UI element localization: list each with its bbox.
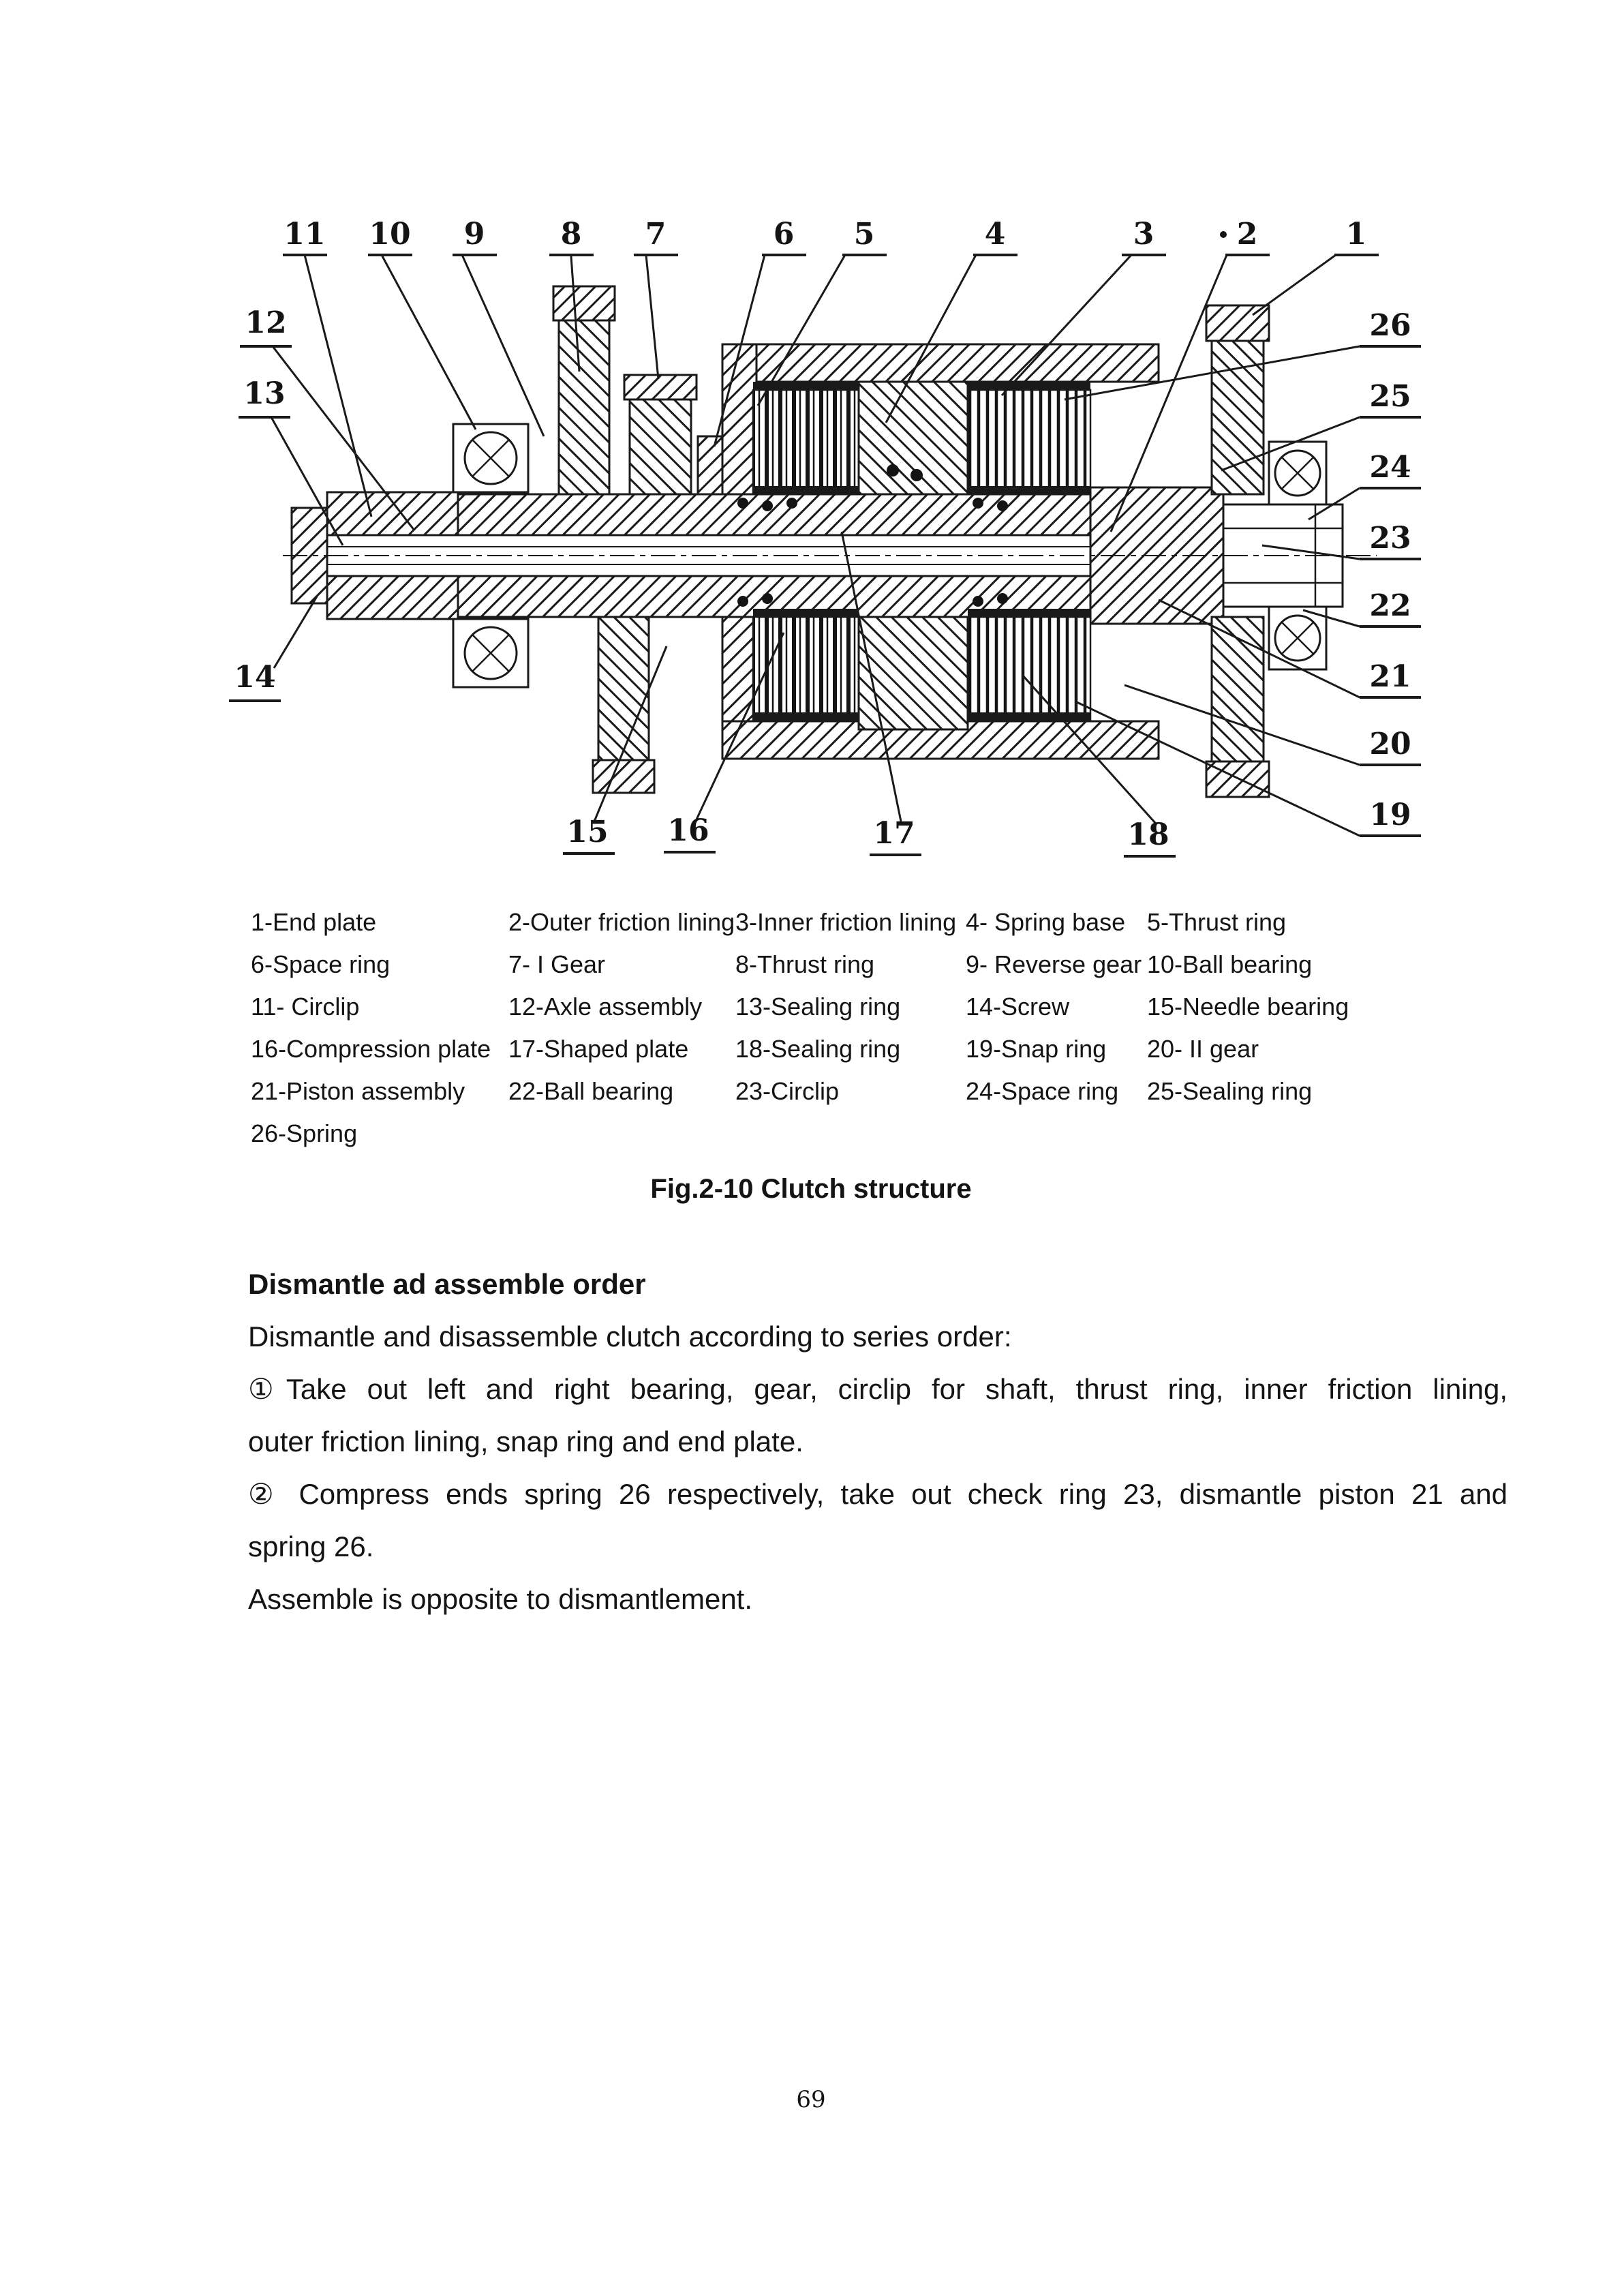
part-entry: 23-Circlip — [735, 1077, 840, 1105]
callout-20: 20 — [1369, 727, 1411, 761]
seal-dots — [737, 464, 1008, 607]
parts-list-row: 16-Compression plate 17-Shaped plate 18-… — [251, 1035, 1525, 1077]
parts-list-row: 26-Spring — [251, 1119, 1525, 1162]
part-entry: 17-Shaped plate — [508, 1035, 689, 1063]
callout-6: 6 — [774, 217, 795, 252]
body-line: outer friction lining, snap ring and end… — [248, 1425, 804, 1457]
callout-3: 3 — [1133, 217, 1154, 252]
callout-leaders — [229, 231, 1421, 858]
parts-list-row: 1-End plate 2-Outer friction lining 3-In… — [251, 908, 1525, 950]
part-entry: 8-Thrust ring — [735, 950, 875, 978]
body-line: ①Take out left and right bearing, gear, … — [248, 1373, 1508, 1405]
part-entry: 25-Sealing ring — [1147, 1077, 1313, 1105]
part-entry: 7- I Gear — [508, 950, 606, 978]
callout-5: 5 — [854, 217, 875, 252]
callout-7: 7 — [645, 217, 667, 252]
part-entry: 21-Piston assembly — [251, 1077, 465, 1105]
part-entry: 19-Snap ring — [966, 1035, 1107, 1063]
figure-caption: Fig.2-10 Clutch structure — [650, 1174, 972, 1204]
right-ball-bearing — [1268, 440, 1328, 671]
piston-assembly — [857, 380, 969, 731]
callout-22: 22 — [1369, 588, 1411, 623]
callout-4: 4 — [985, 217, 1006, 252]
part-entry: 20- II gear — [1147, 1035, 1259, 1063]
part-entry: 24-Space ring — [966, 1077, 1119, 1105]
callout-15: 15 — [566, 815, 608, 849]
part-entry: 9- Reverse gear — [966, 950, 1142, 978]
part-entry: 6-Space ring — [251, 950, 391, 978]
parts-list: 1-End plate 2-Outer friction lining 3-In… — [251, 908, 1525, 1162]
part-entry: 16-Compression plate — [251, 1035, 491, 1063]
callout-9: 9 — [464, 217, 485, 252]
part-entry: 10-Ball bearing — [1147, 950, 1313, 978]
callout-19: 19 — [1369, 798, 1411, 832]
parts-list-row: 6-Space ring 7- I Gear 8-Thrust ring 9- … — [251, 950, 1525, 993]
part-entry: 3-Inner friction lining — [735, 908, 957, 936]
callout-8: 8 — [561, 217, 582, 252]
callout-12: 12 — [245, 305, 286, 340]
callout-17: 17 — [873, 816, 915, 851]
callout-25: 25 — [1369, 379, 1411, 414]
instructions-section: Dismantle ad assemble order Dismantle an… — [248, 1258, 1508, 1625]
part-entry: 14-Screw — [966, 993, 1070, 1021]
callout-14: 14 — [234, 660, 275, 695]
callout-21: 21 — [1369, 659, 1411, 694]
body-line: Dismantle and disassemble clutch accordi… — [248, 1320, 1012, 1353]
body-line: spring 26. — [248, 1530, 374, 1562]
callout-16: 16 — [667, 813, 709, 848]
part-entry: 1-End plate — [251, 908, 377, 936]
part-entry: 13-Sealing ring — [735, 993, 901, 1021]
callout-2: 2 — [1237, 217, 1258, 252]
gear-and-rings — [623, 374, 737, 496]
callout-labels: 11 10 9 8 7 6 5 4 3 2 1 12 13 14 15 16 1… — [234, 217, 1411, 852]
shaped-plate-left — [552, 285, 656, 794]
part-entry: 4- Spring base — [966, 908, 1126, 936]
callout-11: 11 — [284, 217, 325, 252]
end-plate-right — [1205, 304, 1270, 798]
part-entry: 22-Ball bearing — [508, 1077, 674, 1105]
callout-18: 18 — [1127, 817, 1169, 852]
body-line: Assemble is opposite to dismantlement. — [248, 1583, 753, 1615]
page-number: 69 — [796, 2086, 826, 2113]
callout-1: 1 — [1346, 217, 1367, 252]
friction-lining-packs — [752, 382, 1092, 723]
parts-list-row: 11- Circlip 12-Axle assembly 13-Sealing … — [251, 993, 1525, 1035]
part-entry: 26-Spring — [251, 1119, 358, 1147]
part-entry: 18-Sealing ring — [735, 1035, 901, 1063]
part-entry: 12-Axle assembly — [508, 993, 703, 1021]
callout-24: 24 — [1369, 450, 1411, 485]
part-entry: 2-Outer friction lining — [508, 908, 735, 936]
left-ball-bearing — [452, 423, 530, 689]
part-entry: 11- Circlip — [251, 993, 360, 1021]
body-line: ② Compress ends spring 26 respectively, … — [248, 1478, 1508, 1510]
parts-list-row: 21-Piston assembly 22-Ball bearing 23-Ci… — [251, 1077, 1525, 1119]
callout-10: 10 — [369, 217, 410, 252]
callout-13: 13 — [243, 376, 285, 411]
part-entry: 15-Needle bearing — [1147, 993, 1349, 1021]
stray-dot — [1220, 231, 1227, 238]
clutch-structure-diagram: 11 10 9 8 7 6 5 4 3 2 1 12 13 14 15 16 1… — [229, 217, 1421, 858]
part-entry: 5-Thrust ring — [1147, 908, 1287, 936]
callout-26: 26 — [1369, 308, 1411, 343]
section-heading: Dismantle ad assemble order — [248, 1268, 646, 1300]
callout-23: 23 — [1369, 521, 1411, 556]
